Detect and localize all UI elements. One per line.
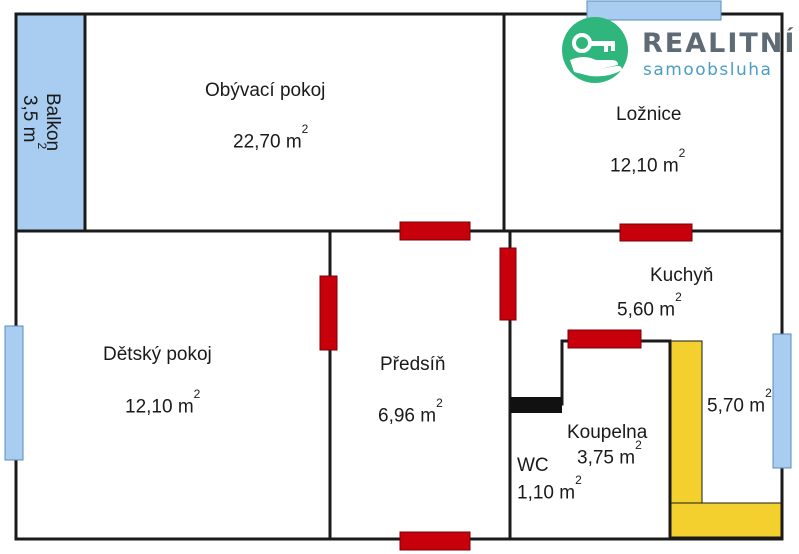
room-extra-area: 5,70 m2	[707, 386, 772, 417]
balkon-area: 3,5 m2	[18, 94, 50, 150]
room-wc-name: WC	[517, 455, 549, 476]
room-obyvaci-area: 22,70 m2	[233, 122, 309, 153]
window-right	[772, 333, 792, 469]
stairs-horizontal	[669, 502, 783, 538]
room-loznice-area: 12,10 m2	[610, 146, 686, 177]
room-koupelna-name: Koupelna	[567, 422, 648, 443]
door-obyvaci	[399, 221, 471, 241]
walls	[14, 12, 784, 541]
realitni-logo: REALITNÍ samoobsluha	[560, 16, 794, 84]
wc-wall-segment	[510, 397, 562, 413]
door-entrance	[399, 531, 471, 551]
room-detsky-name: Dětský pokoj	[103, 344, 212, 365]
door-kuchyn	[499, 247, 517, 321]
room-koupelna-area: 3,75 m2	[577, 438, 642, 469]
balcony-area	[16, 14, 85, 230]
logo-title: REALITNÍ	[642, 28, 797, 59]
room-detsky-area: 12,10 m2	[125, 387, 201, 418]
door-loznice	[619, 223, 693, 242]
balkon-label: Balkon 3,5 m2	[10, 88, 70, 156]
room-predsin-name: Předsíň	[380, 354, 446, 375]
room-predsin-area: 6,96 m2	[378, 396, 443, 427]
door-detsky	[319, 275, 338, 351]
room-wc-area: 1,10 m2	[517, 473, 582, 504]
window-left	[4, 325, 24, 461]
room-kuchyn-area: 5,60 m2	[617, 290, 682, 321]
room-loznice-name: Ložnice	[616, 104, 682, 125]
door-koupelna	[567, 329, 642, 349]
logo-subtitle: samoobsluha	[643, 60, 773, 80]
doors	[319, 221, 693, 551]
window-top	[586, 0, 722, 21]
room-obyvaci-name: Obývací pokoj	[205, 80, 326, 101]
room-kuchyn-name: Kuchyň	[650, 265, 714, 286]
key-hand-icon	[562, 17, 628, 83]
